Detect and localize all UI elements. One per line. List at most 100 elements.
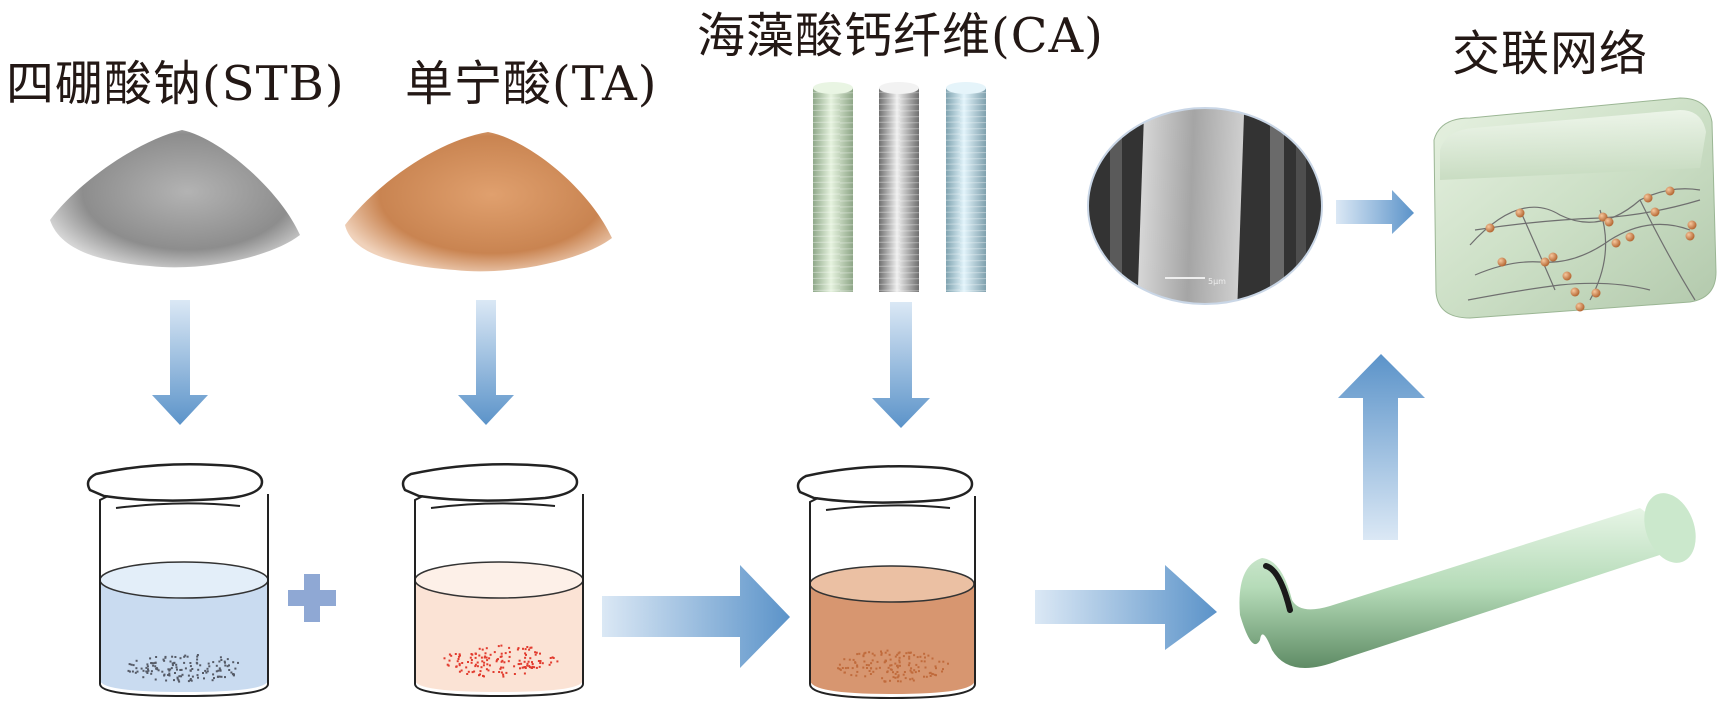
particle <box>932 673 935 676</box>
particle <box>446 663 449 666</box>
particle <box>508 655 511 658</box>
particle <box>908 662 911 665</box>
particle <box>171 655 174 658</box>
particle <box>179 657 182 660</box>
particle <box>551 656 554 659</box>
crosslink-node <box>1611 238 1621 248</box>
particle <box>474 663 477 666</box>
particle <box>896 671 899 673</box>
particle <box>176 668 178 671</box>
particle <box>190 679 193 682</box>
particle <box>505 671 508 674</box>
particle <box>526 646 529 648</box>
particle <box>848 658 851 661</box>
particle <box>890 664 893 667</box>
particle <box>146 665 149 668</box>
particle <box>910 671 913 674</box>
particle <box>488 657 491 660</box>
sodium-tetraborate-powder <box>50 130 300 268</box>
label-crosslinked-network: 交联网络 <box>1452 26 1649 82</box>
particle <box>850 674 853 677</box>
particle <box>552 657 555 659</box>
particle <box>215 664 218 667</box>
particle <box>458 655 460 658</box>
particle <box>886 649 889 652</box>
particle <box>456 660 459 663</box>
crosslink-node <box>1625 232 1635 242</box>
particle <box>486 663 489 666</box>
particle <box>189 678 192 680</box>
particle <box>474 652 477 655</box>
particle <box>492 671 495 673</box>
crosslink-node <box>1643 193 1653 203</box>
particle <box>162 658 165 661</box>
label-sodium-tetraborate: 四硼酸钠(STB) <box>6 56 345 112</box>
particle <box>485 668 488 671</box>
particle <box>539 662 542 664</box>
particle <box>526 664 529 667</box>
particle <box>483 675 485 678</box>
particle <box>556 660 559 663</box>
stb-particles <box>127 654 239 683</box>
particle <box>224 661 226 664</box>
particle <box>870 662 873 665</box>
particle <box>487 669 490 672</box>
particle <box>522 647 524 650</box>
particle <box>898 656 901 659</box>
particle <box>507 660 510 663</box>
particle <box>894 655 897 658</box>
particle <box>156 668 159 671</box>
particle <box>923 675 925 678</box>
particle <box>146 672 149 674</box>
label-calcium-alginate-fiber: 海藻酸钙纤维(CA) <box>697 8 1104 64</box>
particle <box>234 667 237 670</box>
particle <box>527 660 530 663</box>
particle <box>841 667 844 669</box>
particle <box>155 667 158 670</box>
particle <box>862 654 865 657</box>
crosslink-node <box>1687 220 1697 230</box>
particle <box>220 675 223 678</box>
particle <box>176 677 179 680</box>
particle <box>909 651 912 654</box>
particle <box>180 668 183 671</box>
particle <box>207 662 210 665</box>
particle <box>897 680 899 683</box>
particle <box>908 655 911 658</box>
particle <box>855 674 858 677</box>
particle <box>881 677 884 680</box>
particle <box>145 666 148 669</box>
particle <box>896 676 899 679</box>
particle <box>203 677 205 680</box>
particle <box>187 680 190 683</box>
particle <box>500 644 503 647</box>
particle <box>171 664 174 667</box>
particle <box>878 666 881 669</box>
particle <box>476 661 479 664</box>
particle <box>196 654 199 656</box>
particle <box>856 665 859 668</box>
particle <box>523 660 526 663</box>
particle <box>128 670 131 673</box>
particle <box>941 670 943 673</box>
particle <box>481 648 484 651</box>
polymer-chain <box>1519 209 1556 291</box>
crosslink-node <box>1485 223 1495 233</box>
particle <box>467 661 469 663</box>
particle <box>184 654 187 657</box>
particle <box>237 661 239 664</box>
particle <box>856 653 859 656</box>
particle <box>864 675 867 678</box>
particle <box>896 664 899 667</box>
particle <box>443 657 446 660</box>
particle <box>466 673 469 675</box>
particle <box>863 652 866 655</box>
particle <box>915 663 918 666</box>
particle <box>899 680 902 683</box>
particle <box>191 668 194 670</box>
particle <box>548 663 551 666</box>
particle <box>219 656 222 659</box>
particle <box>470 653 473 655</box>
particle <box>935 667 937 670</box>
particle <box>872 670 875 673</box>
